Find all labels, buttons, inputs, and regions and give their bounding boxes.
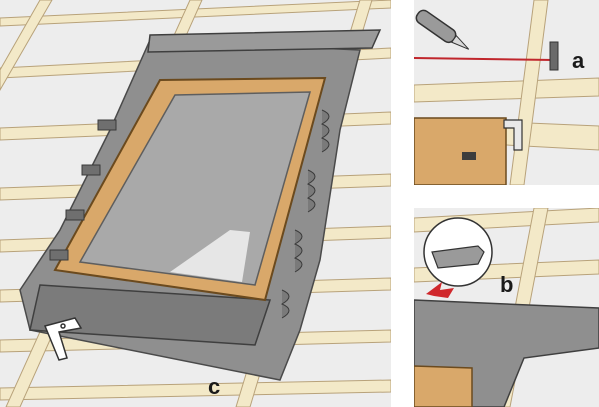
- gutter-profile-icon: [431, 245, 485, 269]
- frame-corner-a: [414, 117, 507, 185]
- clip-a: [462, 152, 476, 160]
- detail-b-illustration: [414, 208, 599, 407]
- bottom-apron: [29, 284, 272, 346]
- mounting-bracket-icon: [43, 317, 83, 361]
- window-glass: [78, 91, 311, 286]
- label-b: b: [500, 272, 514, 297]
- utility-knife-icon: [415, 9, 470, 50]
- cut-line: [414, 57, 555, 61]
- main-illustration-panel: c: [0, 0, 391, 407]
- mounting-bracket-icon: [503, 119, 523, 151]
- glass-reflection: [170, 230, 250, 282]
- label-a: a: [572, 48, 585, 73]
- label-c: c: [208, 374, 221, 399]
- detail-panel-b: b: [414, 208, 599, 407]
- right-flashing-pleats: [280, 109, 330, 319]
- main-illustration: [0, 0, 391, 407]
- frame-corner-b: [414, 365, 473, 407]
- left-flashing-pleats: [49, 119, 117, 261]
- top-flashing-cover: [147, 29, 382, 53]
- red-arrow-icon: [426, 282, 454, 298]
- detail-panel-a: a: [414, 0, 599, 185]
- strip-end: [549, 41, 559, 71]
- detail-a-illustration: [414, 0, 599, 185]
